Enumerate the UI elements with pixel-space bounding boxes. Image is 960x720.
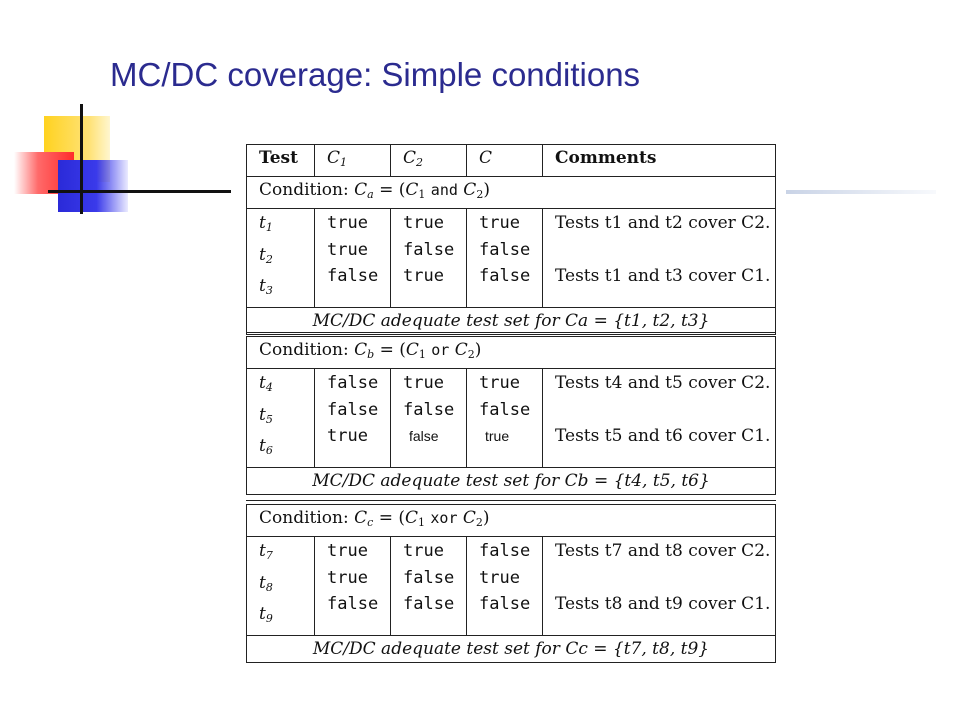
c-values: false true false bbox=[466, 536, 543, 636]
footer-row: MC/DC adequate test set for Ca = {t1, t2… bbox=[246, 306, 776, 335]
comments: Tests t7 and t8 cover C2. Tests t8 and t… bbox=[542, 536, 776, 636]
c2-values: true false false bbox=[390, 536, 467, 636]
test-ids: t1 t2 t3 bbox=[246, 208, 315, 308]
footer-row: MC/DC adequate test set for Cc = {t7, t8… bbox=[246, 634, 776, 663]
condition-b: Condition: Cb = (C1 or C2) bbox=[246, 336, 776, 369]
table-top-rule bbox=[246, 500, 776, 504]
table-block-c: Condition: Cc = (C1 xor C2) t7 t8 t9 tru… bbox=[246, 500, 776, 663]
operator-and: and bbox=[430, 181, 458, 199]
c1-values: true true false bbox=[314, 208, 391, 308]
rows-group: t1 t2 t3 true true false true false true… bbox=[246, 208, 776, 308]
slide-title: MC/DC coverage: Simple conditions bbox=[110, 56, 641, 93]
rows-group: t7 t8 t9 true true false true false fals… bbox=[246, 536, 776, 636]
condition-c: Condition: Cc = (C1 xor C2) bbox=[246, 504, 776, 537]
decorative-blue-square bbox=[58, 160, 128, 212]
condition-a: Condition: Ca = (C1 and C2) bbox=[246, 176, 776, 209]
comments: Tests t4 and t5 cover C2. Tests t5 and t… bbox=[542, 368, 776, 468]
c1-values: true true false bbox=[314, 536, 391, 636]
footer-row: MC/DC adequate test set for Cb = {t4, t5… bbox=[246, 466, 776, 495]
corrected-value-c: true bbox=[479, 423, 516, 450]
c-values: true false true bbox=[466, 368, 543, 468]
comments: Tests t1 and t2 cover C2. Tests t1 and t… bbox=[542, 208, 776, 308]
rows-group: t4 t5 t6 false false true true false fal… bbox=[246, 368, 776, 468]
adequate-test-set-c: MC/DC adequate test set for Cc = {t7, t8… bbox=[246, 634, 776, 663]
test-ids: t4 t5 t6 bbox=[246, 368, 315, 468]
c-values: true false false bbox=[466, 208, 543, 308]
table-block-b: Condition: Cb = (C1 or C2) t4 t5 t6 fals… bbox=[246, 332, 776, 495]
table-top-rule bbox=[246, 332, 776, 336]
condition-row: Condition: Cc = (C1 xor C2) bbox=[246, 504, 776, 537]
c1-values: false false true bbox=[314, 368, 391, 468]
adequate-test-set-b: MC/DC adequate test set for Cb = {t4, t5… bbox=[246, 466, 776, 495]
corrected-value-c2: false bbox=[403, 423, 445, 450]
condition-row: Condition: Cb = (C1 or C2) bbox=[246, 336, 776, 369]
operator-xor: xor bbox=[430, 509, 458, 527]
header-test: Test bbox=[246, 144, 315, 177]
header-c: C bbox=[466, 144, 543, 177]
decorative-horizontal-line bbox=[48, 190, 231, 193]
header-c2: C2 bbox=[390, 144, 467, 177]
table-header-row: Test C1 C2 C Comments bbox=[246, 144, 776, 177]
test-ids: t7 t8 t9 bbox=[246, 536, 315, 636]
operator-or: or bbox=[431, 341, 450, 359]
decorative-vertical-line bbox=[80, 104, 83, 214]
decorative-faded-line bbox=[786, 190, 936, 194]
header-c1: C1 bbox=[314, 144, 391, 177]
table-block-a: Test C1 C2 C Comments Condition: Ca = (C… bbox=[246, 144, 776, 335]
condition-row: Condition: Ca = (C1 and C2) bbox=[246, 176, 776, 209]
c2-values: true false false bbox=[390, 368, 467, 468]
header-comments: Comments bbox=[542, 144, 776, 177]
adequate-test-set-a: MC/DC adequate test set for Ca = {t1, t2… bbox=[246, 306, 776, 335]
c2-values: true false true bbox=[390, 208, 467, 308]
